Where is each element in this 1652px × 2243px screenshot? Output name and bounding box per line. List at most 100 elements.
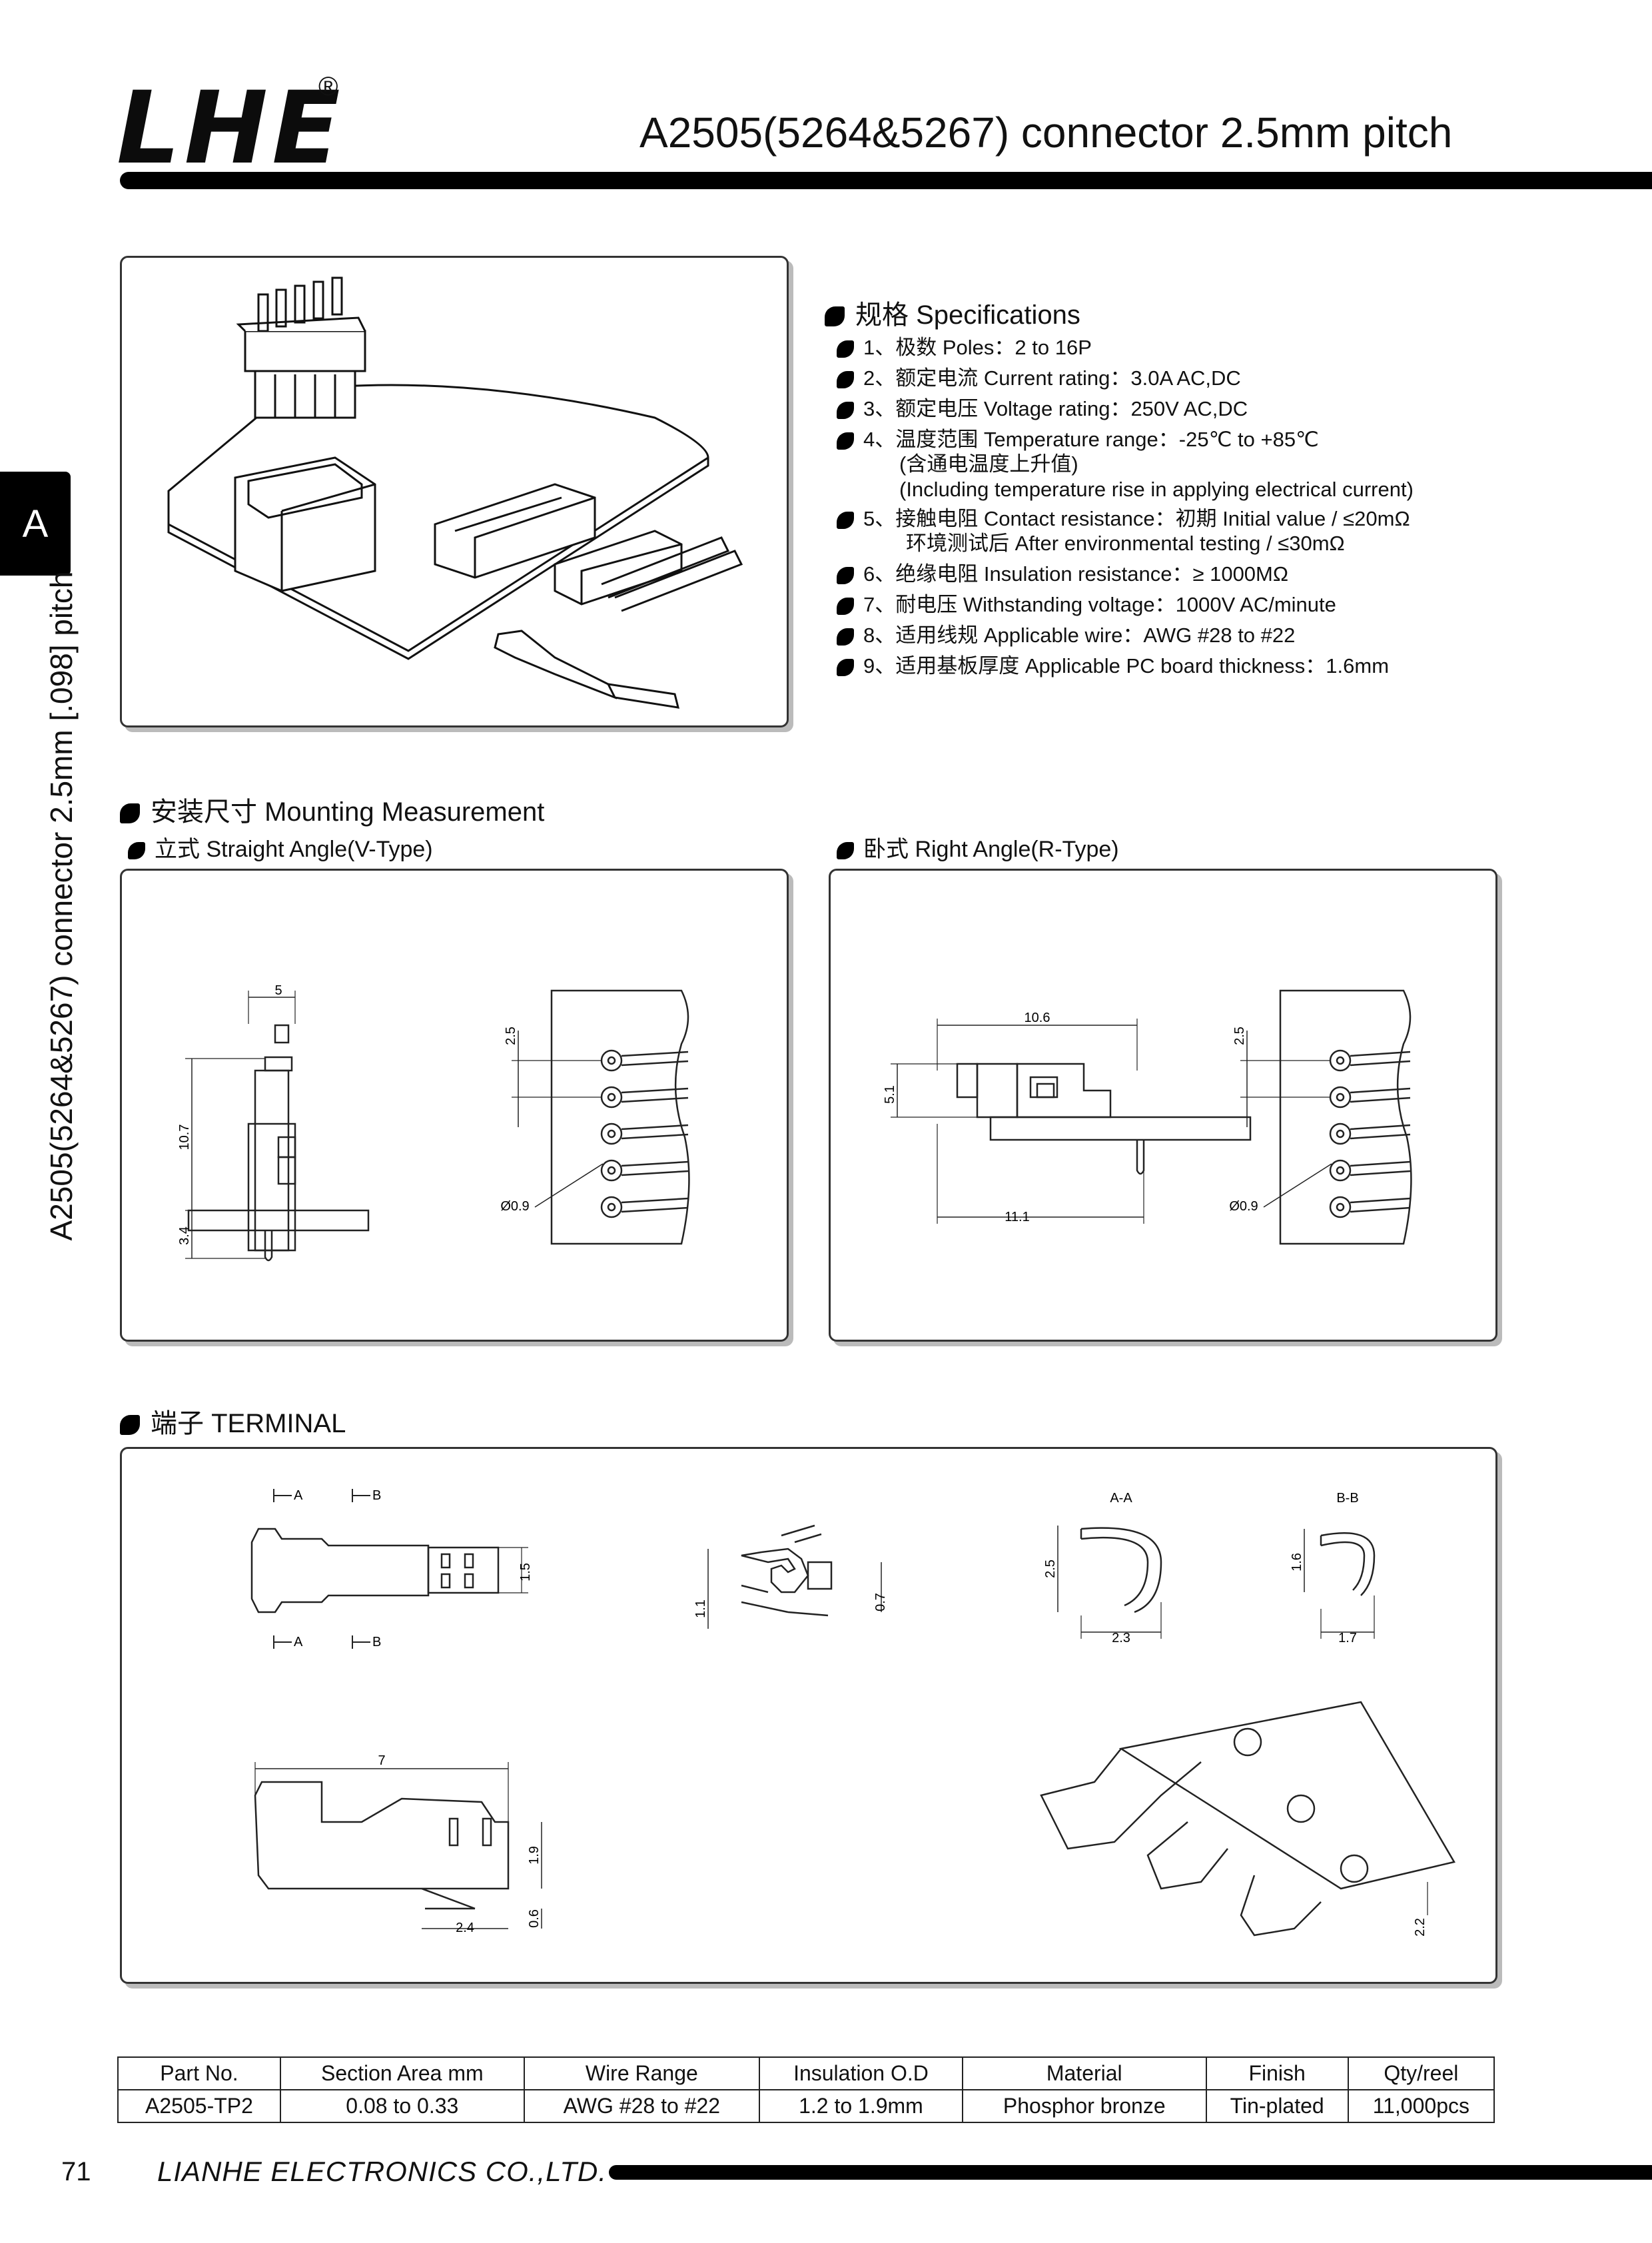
table-header-cell: Finish [1205,2056,1349,2090]
dim-label: 5.1 [883,1085,897,1104]
dim-label: 1.9 [527,1846,542,1865]
dim-label: 0.7 [873,1593,888,1611]
section-marker: B [372,1635,381,1649]
mounting-heading-text: 安装尺寸 Mounting Measurement [151,797,545,827]
spec-item: 7、耐电压 Withstanding voltage：1000V AC/minu… [837,592,1414,623]
bullet-icon [837,659,854,677]
dim-label: Ø0.9 [500,1199,529,1214]
section-tab: A [0,472,71,576]
bullet-icon [120,1415,140,1436]
spec-item: 6、绝缘电阻 Insulation resistance：≥ 1000MΩ [837,562,1414,592]
right-angle-text: 卧式 Right Angle(R-Type) [863,837,1119,862]
spec-item: 3、额定电压 Voltage rating：250V AC,DC [837,396,1414,427]
spec-item: 2、额定电流 Current rating：3.0A AC,DC [837,366,1414,396]
bullet-icon [837,512,854,529]
dim-label: 0.6 [527,1909,542,1928]
bullet-icon [837,432,854,450]
v-type-drawing: 5 10.7 3.4 2.5 Ø0.9 [177,983,690,1262]
company-name: LIANHE ELECTRONICS CO.,LTD. [157,2156,608,2187]
dim-label: 2.5 [504,1027,518,1045]
v-type-drawing-panel: 5 10.7 3.4 2.5 Ø0.9 [120,869,789,1342]
dim-label: 2.5 [1043,1560,1058,1578]
spec-item-text: 5、接触电阻 Contact resistance：初期 Initial val… [863,507,1410,531]
spec-item: 4、温度范围 Temperature range：-25℃ to +85℃ [837,427,1414,452]
table-cell: A2505-TP2 [117,2089,281,2123]
bullet-icon [128,842,145,860]
dim-label: 10.6 [1025,1011,1050,1025]
specifications-heading: 规格 Specifications [825,293,1080,332]
table-header-cell: Wire Range [523,2056,761,2090]
spec-item-text: 4、温度范围 Temperature range：-25℃ to +85℃ [863,428,1319,451]
table-row: A2505-TP2 0.08 to 0.33 AWG #28 to #22 1.… [117,2089,1495,2123]
page-number: 71 [61,2157,91,2186]
section-marker: A [294,1488,303,1503]
terminal-drawing: A B A B A-A B-B 1.5 1.1 0.7 2.5 2.3 1.6 … [250,1488,1455,1937]
dim-label: 3.4 [177,1226,192,1245]
terminal-heading: 端子 TERMINAL [120,1402,346,1440]
bullet-icon [837,567,854,585]
table-cell: Tin-plated [1205,2089,1349,2123]
spec-item-text: 9、适用基板厚度 Applicable PC board thickness：1… [863,654,1390,678]
spec-note: (Including temperature rise in applying … [899,478,1414,502]
straight-angle-text: 立式 Straight Angle(V-Type) [155,837,433,862]
dim-label: 5 [274,983,282,998]
brand-logo: LHE [117,71,344,187]
table-cell: 1.2 to 1.9mm [759,2089,963,2123]
bullet-icon [837,340,854,358]
dim-label: 1.7 [1338,1631,1357,1645]
table-cell: Phosphor bronze [961,2089,1207,2123]
dim-label: 2.4 [456,1921,474,1935]
bullet-icon [837,628,854,646]
specifications-heading-text: 规格 Specifications [855,300,1080,330]
header-rule [120,172,1652,189]
terminal-drawing-panel: A B A B A-A B-B 1.5 1.1 0.7 2.5 2.3 1.6 … [120,1447,1497,1984]
table-header-cell: Insulation O.D [759,2056,963,2090]
dim-label: Ø0.9 [1229,1199,1258,1214]
bullet-icon [837,842,854,860]
spec-note: (含通电温度上升值) [899,452,1078,476]
table-header-cell: Qty/reel [1347,2056,1495,2090]
spec-item-text: 6、绝缘电阻 Insulation resistance：≥ 1000MΩ [863,562,1289,586]
table-cell: 0.08 to 0.33 [279,2089,525,2123]
bullet-icon [120,803,140,824]
registered-mark: ® [318,72,338,101]
table-header-cell: Material [961,2056,1207,2090]
dim-label: 2.5 [1232,1027,1247,1045]
dim-label: 7 [378,1753,385,1768]
table-header-cell: Section Area mm [279,2056,525,2090]
dim-label: 1.1 [693,1599,708,1618]
table-cell: 11,000pcs [1347,2089,1495,2123]
table-cell: AWG #28 to #22 [523,2089,761,2123]
straight-angle-label: 立式 Straight Angle(V-Type) [128,831,433,863]
vertical-title: A2505(5264&5267) connector 2.5mm [.098] … [44,571,79,1241]
spec-item-text: 7、耐电压 Withstanding voltage：1000V AC/minu… [863,593,1336,617]
dim-label: 1.5 [518,1563,533,1581]
spec-list: 1、极数 Poles：2 to 16P 2、额定电流 Current ratin… [837,335,1414,684]
bullet-icon [837,401,854,419]
mounting-heading: 安装尺寸 Mounting Measurement [120,790,544,829]
section-marker: A [294,1635,303,1649]
spec-item: 5、接触电阻 Contact resistance：初期 Initial val… [837,506,1414,531]
dim-label: 11.1 [1005,1210,1029,1224]
section-marker: B [372,1488,381,1503]
dim-label: 2.3 [1112,1631,1130,1645]
dim-label: 2.2 [1413,1918,1428,1937]
r-type-drawing: 10.6 5.1 11.1 2.5 Ø0.9 [883,989,1412,1245]
bullet-icon [825,306,845,327]
spec-item: 8、适用线规 Applicable wire：AWG #28 to #22 [837,623,1414,654]
spec-item: 9、适用基板厚度 Applicable PC board thickness：1… [837,654,1414,684]
dim-label: 10.7 [177,1124,192,1150]
spec-item-text: 8、适用线规 Applicable wire：AWG #28 to #22 [863,624,1296,648]
spec-item-text: 2、额定电流 Current rating：3.0A AC,DC [863,366,1241,390]
footer-rule [609,2165,1652,2180]
spec-item-text: 1、极数 Poles：2 to 16P [863,336,1092,359]
page-title: A2505(5264&5267) connector 2.5mm pitch [639,109,1453,157]
section-view-label: A-A [1110,1491,1132,1506]
table-header-cell: Part No. [117,2056,281,2090]
dim-label: 1.6 [1290,1553,1304,1571]
product-image-panel [120,256,789,727]
bullet-icon [837,370,854,388]
terminal-heading-text: 端子 TERMINAL [151,1409,346,1438]
r-type-drawing-panel: 10.6 5.1 11.1 2.5 Ø0.9 [829,869,1497,1342]
spec-item: 1、极数 Poles：2 to 16P [837,335,1414,366]
